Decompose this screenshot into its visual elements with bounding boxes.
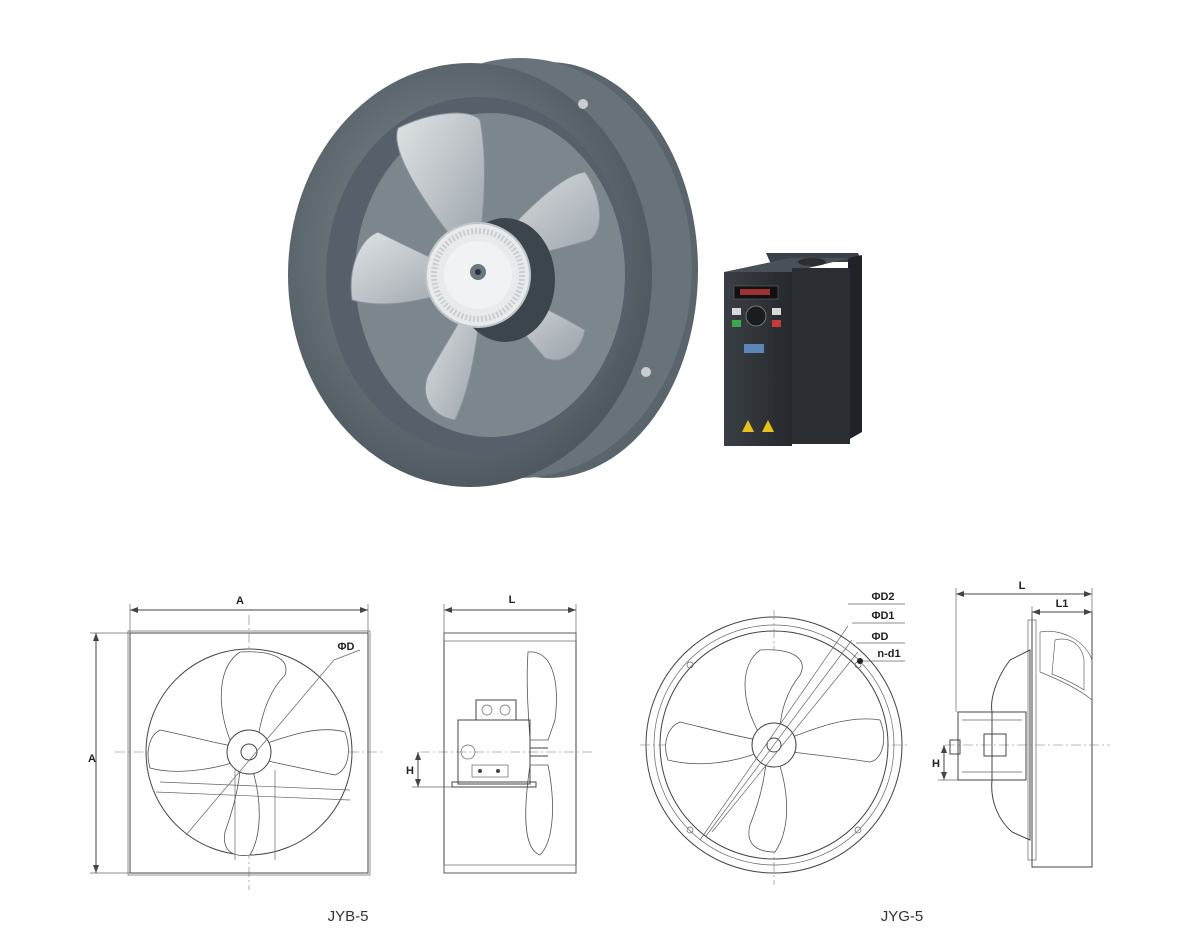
jyg-holes-label: n-d1 (877, 648, 900, 660)
jyg-d-label: ΦD (872, 631, 889, 643)
jyg-length-label: L (1019, 580, 1026, 592)
jyg-d1-label: ΦD1 (871, 610, 894, 622)
jyb-length-label: L (509, 594, 516, 606)
jyb-width-label: A (236, 595, 244, 607)
inverter-photo (724, 253, 862, 446)
jyb-front-view (90, 604, 385, 890)
axial-fan-photo (288, 58, 698, 487)
jyb-diameter-label: ΦD (338, 641, 355, 653)
jyg-d2-label: ΦD2 (871, 591, 894, 603)
jyg-side-view (938, 588, 1110, 868)
jyb-side-height-label: H (406, 765, 414, 777)
jyg-model-label: JYG-5 (881, 908, 924, 925)
jyb-height-label: A (88, 753, 96, 765)
jyg-l1-label: L1 (1056, 598, 1069, 610)
jyb-model-label: JYB-5 (328, 908, 369, 925)
jyg-side-height-label: H (932, 758, 940, 770)
jyg-front-view (640, 603, 910, 885)
jyb-side-view (412, 604, 595, 874)
